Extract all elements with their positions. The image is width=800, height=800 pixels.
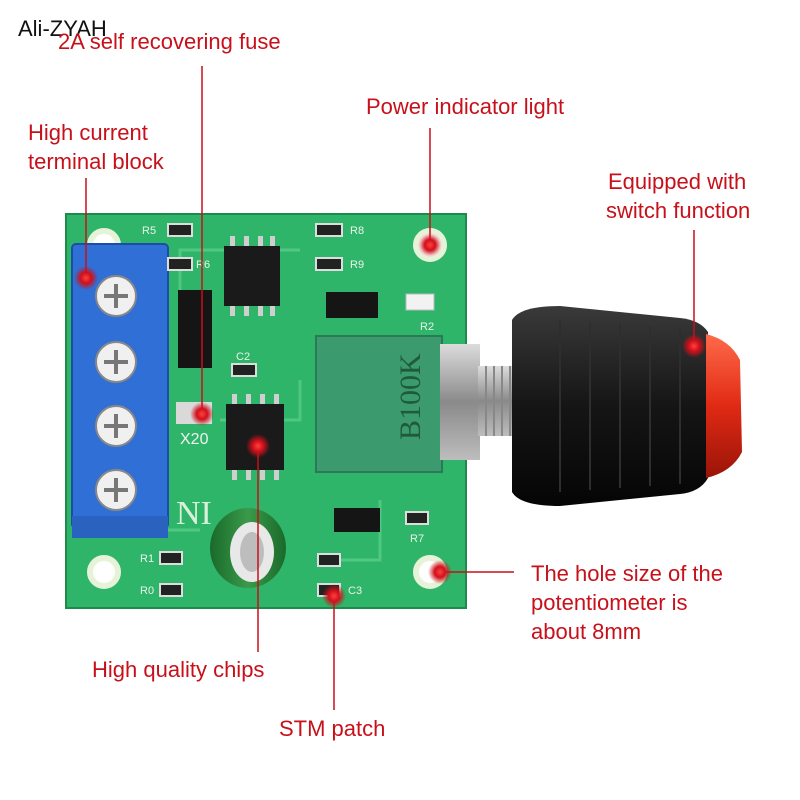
- label-hole-size: The hole size of the potentiometer is ab…: [531, 559, 723, 646]
- mounting-hole: [87, 555, 121, 589]
- potentiometer-body: [315, 335, 443, 473]
- diode-vertical: [178, 290, 212, 368]
- label-hole-line1: The hole size of the: [531, 561, 724, 586]
- callout-dots: [74, 233, 706, 608]
- knob: [512, 306, 708, 506]
- silk-r8: R8: [350, 225, 364, 237]
- label-terminal-line2: terminal block: [28, 149, 164, 174]
- label-power-light: Power indicator light: [366, 94, 565, 119]
- silk-r9: R9: [350, 259, 364, 271]
- label-terminal-line1: High current: [28, 120, 148, 145]
- terminal-screws: [95, 275, 137, 511]
- silk-r5: R5: [142, 225, 156, 237]
- electrolytic-capacitor: [210, 508, 286, 588]
- label-fuse: 2A self recovering fuse: [58, 29, 281, 54]
- label-hole-line3: about 8mm: [531, 619, 642, 644]
- board-logo: NI: [176, 495, 212, 532]
- diode-bottom-right: [334, 508, 380, 532]
- brand-watermark: Ali-ZYAH: [18, 16, 107, 41]
- label-chips: High quality chips: [92, 657, 265, 682]
- silk-r0: R0: [140, 585, 154, 597]
- label-hole-line2: potentiometer is: [531, 590, 688, 615]
- silk-c2: C2: [236, 351, 250, 363]
- power-led: [405, 293, 435, 311]
- label-switch: Equipped with switch function: [606, 167, 750, 225]
- silk-c3: C3: [348, 585, 362, 597]
- silk-r2: R2: [420, 321, 434, 333]
- chip-top: [224, 246, 280, 306]
- label-stm: STM patch: [279, 716, 386, 741]
- silk-r1: R1: [140, 553, 154, 565]
- knob-tip: [706, 334, 742, 478]
- silk-r7: R7: [410, 533, 424, 545]
- label-terminal: High current terminal block: [28, 118, 164, 176]
- pot-marking: B100K: [394, 353, 427, 440]
- label-switch-line1: Equipped with: [608, 169, 747, 194]
- fuse-marking: X20: [180, 431, 209, 448]
- silk-r6: R6: [196, 259, 210, 271]
- label-switch-line2: switch function: [606, 198, 751, 223]
- diode-top-right: [326, 292, 378, 318]
